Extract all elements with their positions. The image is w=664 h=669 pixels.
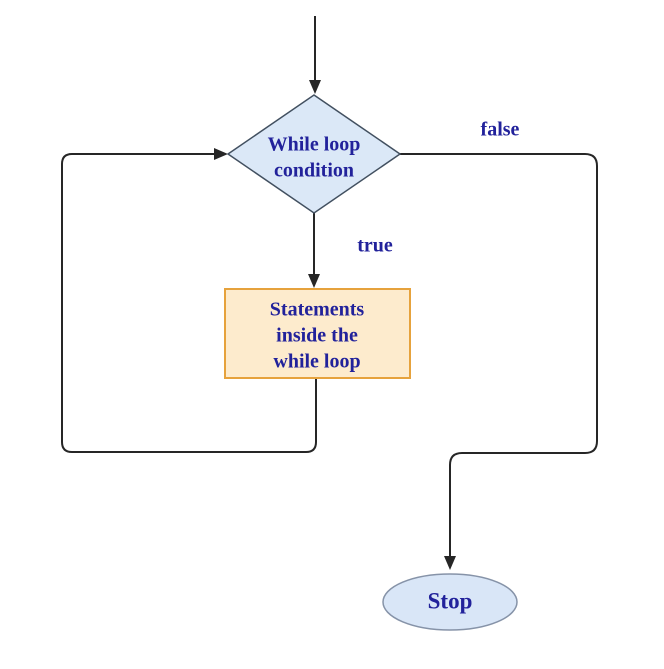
decision-diamond [226, 94, 402, 214]
loop-arrowhead-icon [214, 148, 228, 160]
true-edge-label: true [357, 235, 393, 257]
stop-ellipse [382, 573, 518, 631]
process-arrowhead-icon [308, 274, 320, 288]
start-arrowhead-icon [309, 80, 321, 94]
stop-arrowhead-icon [444, 556, 456, 570]
decision-label-line1: While loop [268, 134, 361, 156]
process-rect [224, 288, 411, 379]
decision-label-line2: condition [274, 160, 354, 182]
false-edge-label: false [481, 119, 520, 141]
loop-back-edge [61, 153, 317, 453]
process-label-line3: while loop [273, 351, 360, 373]
stop-label: Stop [428, 588, 473, 613]
false-edge [400, 153, 598, 556]
process-label-line1: Statements [270, 299, 365, 321]
process-label-line2: inside the [276, 325, 358, 347]
